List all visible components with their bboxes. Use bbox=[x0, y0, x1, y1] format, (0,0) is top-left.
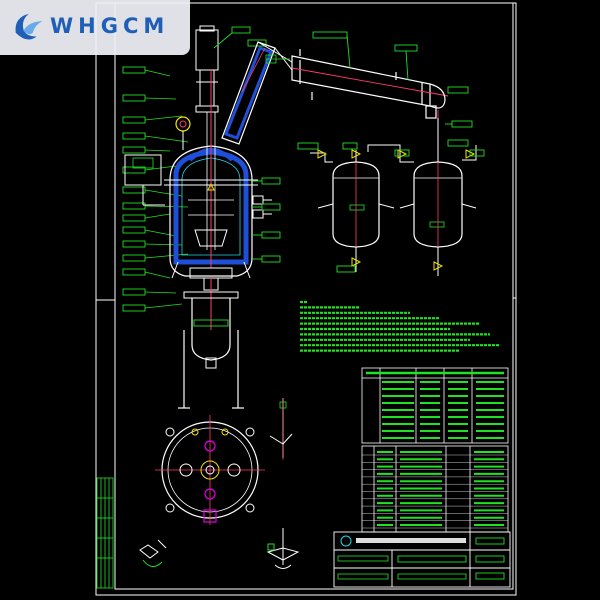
leader-line bbox=[144, 115, 183, 121]
feed-hopper bbox=[124, 154, 162, 186]
callout-label-box bbox=[122, 214, 146, 222]
reactor-vessel-shell bbox=[169, 145, 253, 277]
impeller bbox=[194, 229, 228, 247]
logo-text: WHGCM bbox=[50, 14, 170, 38]
callout-label-box bbox=[122, 66, 146, 74]
callout-label-box bbox=[122, 116, 146, 124]
agitator-detail bbox=[269, 398, 293, 460]
nozzle-table-rows bbox=[366, 371, 504, 439]
logo-swirl-icon bbox=[15, 13, 43, 40]
callout-label-box bbox=[122, 240, 146, 248]
motor-top bbox=[199, 25, 215, 32]
leader-line bbox=[144, 205, 189, 208]
leader-line bbox=[144, 213, 171, 219]
title-block bbox=[333, 531, 511, 588]
parts-list-rows bbox=[362, 451, 508, 529]
tank-valves bbox=[317, 149, 476, 159]
brand-logo: WHGCM bbox=[0, 0, 190, 55]
tank-labels bbox=[297, 142, 485, 273]
gearbox bbox=[199, 69, 215, 107]
valve-detail-right bbox=[266, 528, 300, 569]
discharge-vessel bbox=[178, 291, 244, 409]
receiver-tank-left bbox=[317, 150, 395, 272]
callout-label-box bbox=[122, 132, 146, 140]
company-seal-icon bbox=[340, 535, 352, 547]
callout-label-box bbox=[122, 146, 146, 154]
leader-line bbox=[144, 69, 171, 77]
callout-label-box bbox=[122, 304, 146, 312]
left-callout-labels bbox=[122, 66, 189, 312]
motor bbox=[195, 29, 219, 71]
callout-label-box bbox=[122, 254, 146, 262]
condenser-labels bbox=[312, 31, 473, 147]
technical-notes bbox=[300, 300, 500, 352]
leader-line bbox=[144, 271, 171, 279]
leader-line bbox=[144, 97, 177, 100]
leader-line bbox=[144, 135, 189, 143]
leader-line bbox=[144, 303, 183, 309]
pressure-gauge bbox=[175, 116, 191, 132]
nozzle-table bbox=[361, 367, 509, 444]
callout-label-box bbox=[122, 202, 146, 210]
reactor-assembly bbox=[124, 25, 272, 330]
leader-line bbox=[144, 291, 177, 294]
leader-line bbox=[144, 253, 189, 259]
inclined-condenser bbox=[221, 41, 293, 145]
leader-line bbox=[144, 229, 177, 237]
valve-detail-left bbox=[139, 539, 167, 567]
callout-label-box bbox=[122, 268, 146, 276]
callout-label-box bbox=[122, 94, 146, 102]
callout-label-box bbox=[122, 288, 146, 296]
title-block-content bbox=[337, 535, 505, 580]
horizontal-condenser bbox=[291, 49, 449, 119]
leader-line bbox=[144, 149, 171, 152]
drawing-frame bbox=[95, 2, 517, 596]
callout-label-box bbox=[122, 226, 146, 234]
left-revision-strip bbox=[96, 477, 114, 589]
reactor-plan-view bbox=[155, 415, 265, 525]
callout-label-box bbox=[122, 186, 146, 194]
